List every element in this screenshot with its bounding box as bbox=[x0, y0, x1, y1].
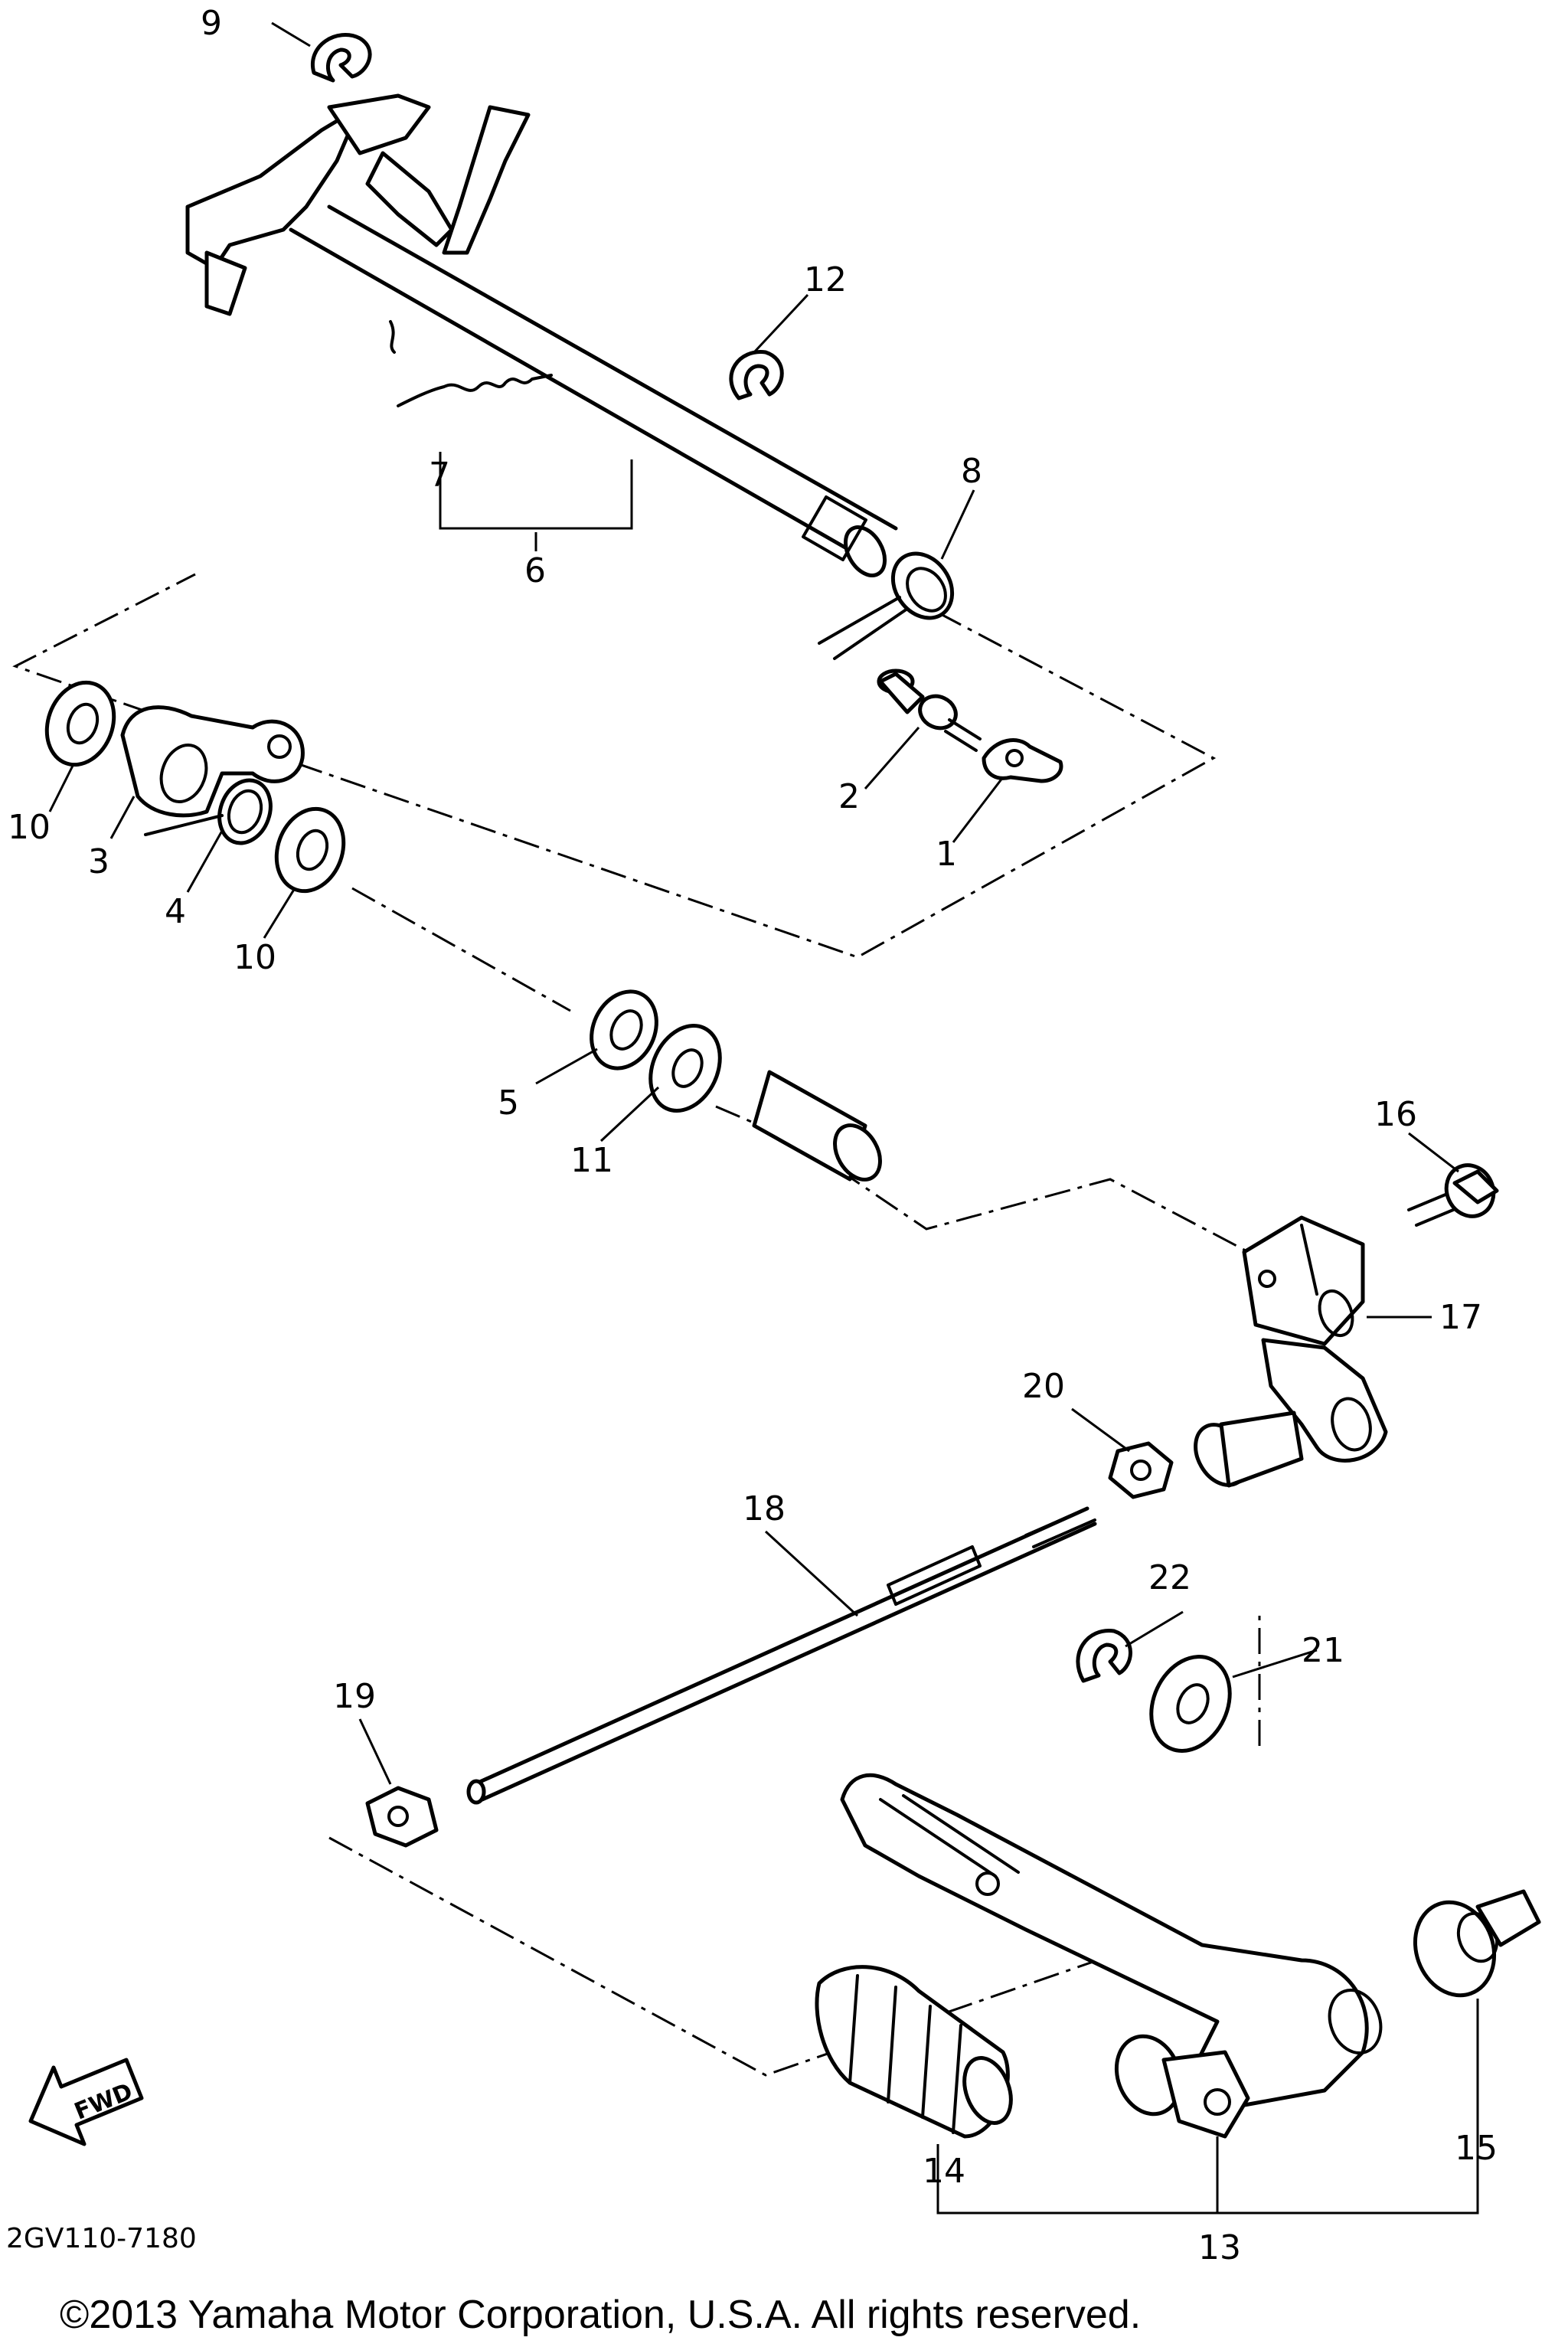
bolt-2 bbox=[877, 668, 982, 752]
callout-1: 1 bbox=[936, 835, 957, 874]
callout-4: 4 bbox=[165, 892, 186, 931]
callout-5: 5 bbox=[498, 1084, 519, 1123]
rod-end-15 bbox=[1413, 1889, 1541, 1998]
callout-7: 7 bbox=[429, 456, 450, 495]
washer-11 bbox=[648, 1024, 722, 1113]
callout-15: 15 bbox=[1455, 2129, 1498, 2168]
callout-labels: 1 2 3 4 5 6 7 8 9 10 10 11 12 13 14 15 1… bbox=[8, 4, 1498, 2267]
collar-5 bbox=[590, 989, 658, 1071]
washer-10-right bbox=[274, 806, 346, 894]
callout-17: 17 bbox=[1439, 1298, 1482, 1337]
circlip-9 bbox=[310, 33, 372, 83]
shaft-end bbox=[752, 1070, 882, 1182]
callout-10-right: 10 bbox=[234, 938, 276, 977]
callout-6: 6 bbox=[524, 551, 546, 590]
callout-12: 12 bbox=[804, 260, 847, 299]
callout-8: 8 bbox=[961, 452, 982, 491]
stopper-lever-3 bbox=[120, 705, 305, 818]
pedal-pivot bbox=[1114, 2034, 1250, 2139]
callout-3: 3 bbox=[88, 842, 109, 881]
callout-18: 18 bbox=[743, 1489, 786, 1528]
spring-7 bbox=[389, 320, 553, 407]
footrest-14 bbox=[815, 1965, 1013, 2139]
callout-22: 22 bbox=[1148, 1558, 1191, 1597]
shift-arm-17 bbox=[1242, 1215, 1388, 1463]
callout-14: 14 bbox=[923, 2152, 965, 2191]
spring-4 bbox=[144, 778, 273, 845]
nut-20 bbox=[1108, 1441, 1174, 1499]
fwd-arrow-icon: FWD bbox=[28, 2058, 144, 2146]
plate-1 bbox=[982, 738, 1063, 783]
callout-16: 16 bbox=[1374, 1095, 1417, 1134]
spring-8 bbox=[818, 551, 955, 660]
diagram-code: 2GV110-7180 bbox=[6, 2223, 197, 2254]
circlip-22 bbox=[1076, 1629, 1132, 1683]
washer-21 bbox=[1149, 1655, 1232, 1753]
shift-pedal-13 bbox=[840, 1773, 1383, 2108]
joint-end bbox=[1194, 1410, 1304, 1488]
callout-10-left: 10 bbox=[8, 808, 51, 847]
callout-9: 9 bbox=[201, 4, 222, 43]
copyright-notice: ©2013 Yamaha Motor Corporation, U.S.A. A… bbox=[60, 2293, 1141, 2337]
callout-21: 21 bbox=[1302, 1631, 1344, 1670]
leader-lines bbox=[48, 21, 1479, 2215]
callout-11: 11 bbox=[570, 1141, 613, 1180]
bolt-16 bbox=[1407, 1163, 1499, 1227]
callout-2: 2 bbox=[838, 777, 860, 816]
callout-13: 13 bbox=[1198, 2228, 1241, 2267]
shift-shaft-6 bbox=[185, 93, 898, 577]
washer-10-left bbox=[44, 680, 116, 767]
nut-19 bbox=[365, 1786, 439, 1848]
callout-20: 20 bbox=[1022, 1367, 1065, 1406]
callout-19: 19 bbox=[333, 1677, 376, 1716]
circlip-12 bbox=[729, 350, 784, 400]
rod-18 bbox=[466, 1506, 1097, 1805]
